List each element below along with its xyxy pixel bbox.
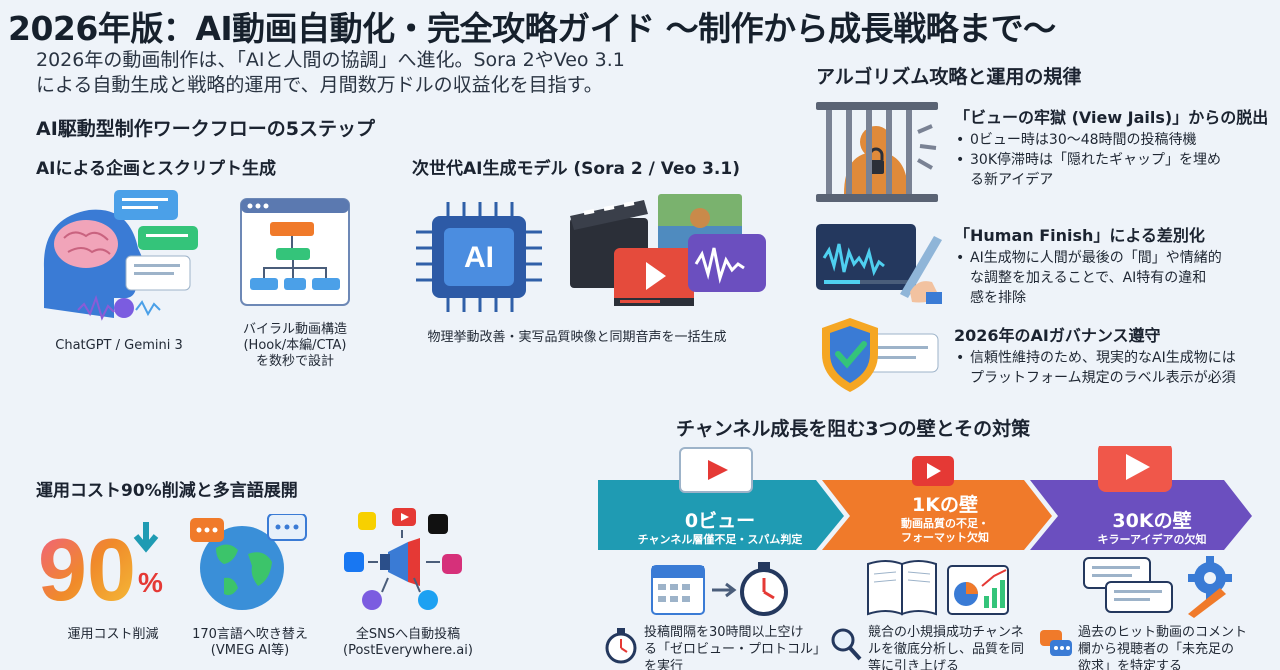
media-collage-icon — [570, 194, 770, 318]
stage-3-label: 30Kの壁 キラーアイデアの欠知 — [1062, 506, 1242, 547]
ai-chip-label: AI — [464, 241, 494, 274]
calendar-stopwatch-icon — [650, 558, 800, 618]
stopwatch-icon — [604, 626, 638, 664]
book-chart-icon — [866, 556, 1016, 618]
solution-1-line-3: を実行 — [644, 659, 684, 670]
algorithm-heading: アルゴリズム攻略と運用の規律 — [816, 66, 1082, 88]
step1-caption-right-line-3: を数秒で設計 — [255, 354, 334, 369]
lang-caption-line-1: 170言語へ吹き替え — [192, 627, 308, 642]
workflow-heading: AI駆動型制作ワークフローの5ステップ — [36, 118, 375, 140]
solution-2-text: 競合の小規損成功チャンネ ルを徹底分析し、品質を同 等に引き上げる — [868, 624, 1024, 670]
solution-1-line-2: る「ゼロビュー・プロトコル」 — [644, 642, 827, 657]
algo-item-2-bullet-1-cont-b: 感を排除 — [970, 290, 1026, 306]
algo-item-1-bullet-2-cont: る新アイデア — [970, 172, 1054, 188]
step1-caption-right-line-1: バイラル動画構造 — [242, 322, 347, 337]
step2-caption: 物理挙動改善・実写品質映像と同期音声を一括生成 — [427, 330, 727, 345]
solution-1-line-1: 投稿間隔を30時間以上空け — [644, 625, 804, 640]
stage-1-main: 0ビュー — [684, 510, 756, 532]
sns-caption-line-2: (PostEverywhere.ai) — [343, 643, 473, 658]
stage-1-sub: チャンネル層僅不足・スパム判定 — [637, 533, 803, 546]
algo-item-1-bullets: 0ビュー時は30〜48時間の投稿待機 30K停滞時は「隠れたギャップ」を埋め る… — [956, 130, 1221, 190]
magnifier-icon — [830, 626, 862, 662]
brain-head-icon — [34, 188, 204, 328]
percent-sign: % — [138, 567, 163, 598]
walls-chevrons — [598, 446, 1258, 552]
algo-item-2-bullet-1: AI生成物に人間が最後の「間」や情緒的 — [956, 248, 1222, 268]
solution-3-text: 過去のヒット動画のコメント 欄から視聴者の「未充足の 欲求」を特定する — [1078, 624, 1247, 670]
solution-2-line-2: ルを徹底分析し、品質を同 — [868, 642, 1025, 657]
walls-heading: チャンネル成長を阻む3つの壁とその対策 — [676, 418, 1031, 440]
stage-2-sub-1: 動画品質の不足・ — [901, 517, 989, 530]
page-title: 2026年版：AI動画自動化・完全攻略ガイド 〜制作から成長戦略まで〜 — [8, 9, 1056, 48]
globe-icon — [188, 514, 308, 614]
cost-caption: 運用コスト削減 — [67, 627, 159, 642]
step1-caption-right: バイラル動画構造 (Hook/本編/CTA) を数秒で設計 — [220, 322, 370, 370]
stage-2-main: 1Kの壁 — [912, 494, 978, 516]
jail-icon — [814, 102, 940, 202]
step1-heading: AIによる企画とスクリプト生成 — [36, 159, 276, 179]
flowchart-window-icon — [240, 198, 350, 306]
algo-item-1-bullet-1: 0ビュー時は30〜48時間の投稿待機 — [956, 130, 1221, 150]
stage-3-sub: キラーアイデアの欠知 — [1097, 533, 1207, 546]
lead-line-2: による自動生成と戦略的運用で、月間数万ドルの収益化を目指す。 — [36, 74, 603, 96]
lead-line-1: 2026年の動画制作は、「AIと人間の協調」へ進化。Sora 2やVeo 3.1 — [36, 49, 625, 71]
sns-caption: 全SNSへ自動投稿 (PostEverywhere.ai) — [328, 627, 488, 659]
stage-2-label: 1Kの壁 動画品質の不足・ フォーマット欠知 — [850, 490, 1040, 545]
stage-1-label: 0ビュー チャンネル層僅不足・スパム判定 — [610, 506, 830, 547]
algo-item-1-bullet-2: 30K停滞時は「隠れたギャップ」を埋め — [956, 150, 1221, 170]
step1-caption-right-line-2: (Hook/本編/CTA) — [243, 338, 347, 353]
solution-3-line-1: 過去のヒット動画のコメント — [1078, 625, 1248, 640]
sns-megaphone-icon — [342, 508, 466, 618]
algo-item-1-title: 「ビューの牢獄 (View Jails)」からの脱出 — [954, 108, 1269, 127]
sns-caption-line-1: 全SNSへ自動投稿 — [355, 627, 461, 642]
chevron-stage-3 — [1030, 480, 1252, 550]
algo-item-3-bullet-1-cont: プラットフォーム規定のラベル表示が必須 — [970, 370, 1236, 386]
shield-check-icon — [820, 316, 940, 394]
algo-item-3-title: 2026年のAIガバナンス遵守 — [954, 326, 1161, 345]
chevron-stage-1 — [598, 480, 844, 550]
chat-bubbles-icon — [1038, 626, 1074, 662]
stage-2-sub-2: フォーマット欠知 — [901, 531, 989, 544]
cost-heading: 運用コスト90%削減と多言語展開 — [36, 481, 298, 501]
ai-chip-icon: AI — [408, 192, 548, 322]
algo-item-2-bullets: AI生成物に人間が最後の「間」や情緒的 な調整を加えることで、AI特有の違和 感… — [956, 248, 1222, 308]
solution-1-text: 投稿間隔を30時間以上空け る「ゼロビュー・プロトコル」 を実行 — [644, 624, 826, 670]
ninety-number: 90 — [38, 520, 136, 612]
comments-gear-icon — [1080, 554, 1240, 618]
step2-heading: 次世代AI生成モデル (Sora 2 / Veo 3.1) — [412, 159, 740, 179]
algo-item-2-bullet-1-cont-a: な調整を加えることで、AI特有の違和 — [970, 270, 1207, 286]
solution-2-line-1: 競合の小規損成功チャンネ — [868, 625, 1024, 640]
stage-3-main: 30Kの壁 — [1112, 510, 1192, 532]
lead-text: 2026年の動画制作は、「AIと人間の協調」へ進化。Sora 2やVeo 3.1… — [36, 48, 625, 98]
lang-caption-line-2: (VMEG AI等) — [210, 643, 290, 658]
algo-item-2-title: 「Human Finish」による差別化 — [954, 226, 1205, 245]
step1-caption-left: ChatGPT / Gemini 3 — [55, 338, 183, 353]
algo-item-3-bullets: 信頼性維持のため、現実的なAI生成物には プラットフォーム規定のラベル表示が必須 — [956, 348, 1236, 388]
chevron-stage-2 — [822, 480, 1052, 550]
audio-pen-icon — [814, 222, 944, 304]
solution-2-line-3: 等に引き上げる — [868, 659, 960, 670]
solution-3-line-3: 欲求」を特定する — [1078, 659, 1183, 670]
solution-3-line-2: 欄から視聴者の「未充足の — [1078, 642, 1235, 657]
ninety-percent-figure: 90 % — [38, 520, 170, 612]
algo-item-3-bullet-1: 信頼性維持のため、現実的なAI生成物には — [956, 348, 1236, 368]
lang-caption: 170言語へ吹き替え (VMEG AI等) — [170, 627, 330, 659]
